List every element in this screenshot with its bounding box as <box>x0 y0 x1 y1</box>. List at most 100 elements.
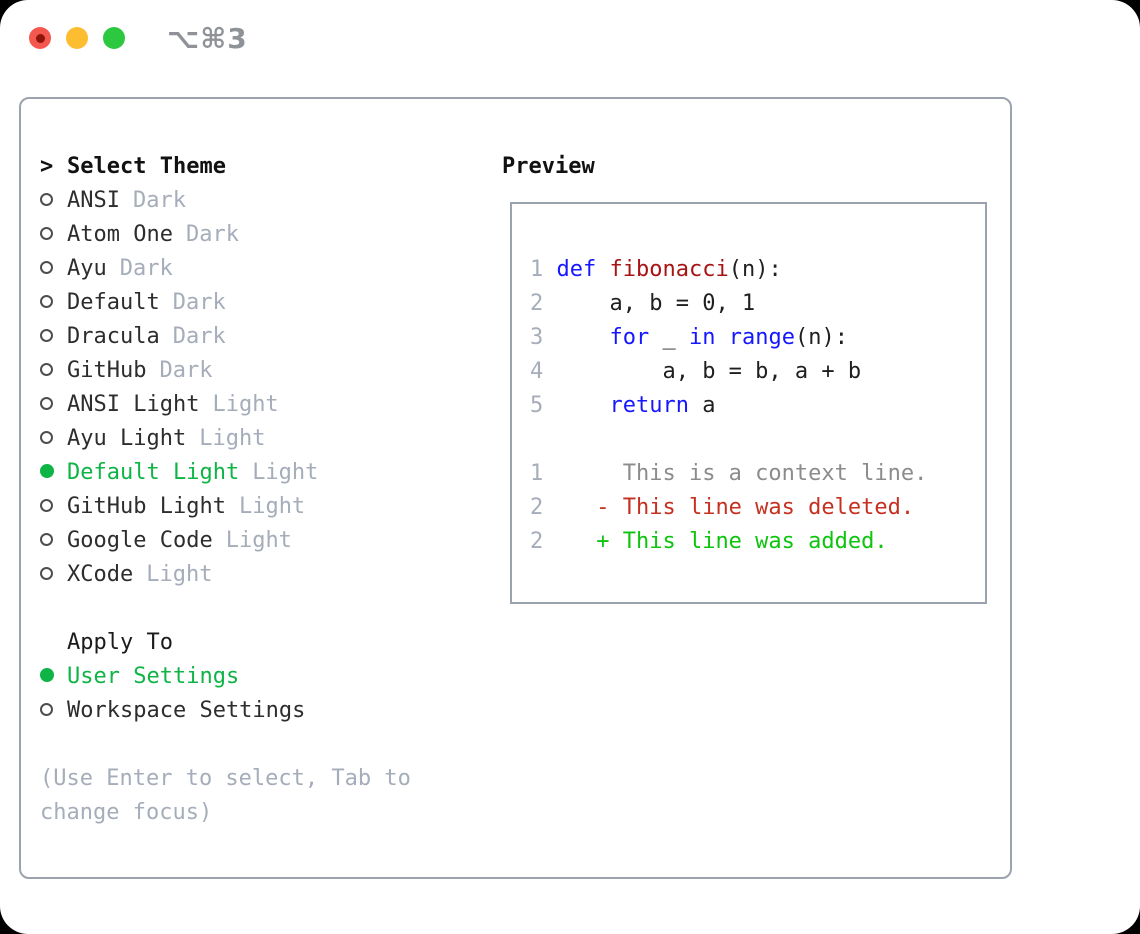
radio-icon <box>40 295 53 308</box>
diff-text: This is a context line. <box>556 461 928 486</box>
apply-to-option-label: Workspace Settings <box>67 698 306 723</box>
line-number: 1 <box>530 461 544 486</box>
theme-picker-title-row: >Select Theme <box>40 150 480 184</box>
theme-item[interactable]: Ayu Light Light <box>40 422 480 456</box>
preview-title: Preview <box>502 154 595 179</box>
line-number: 2 <box>530 291 544 316</box>
diff-line-deleted: 2 - This line was deleted. <box>530 491 927 525</box>
apply-to-option[interactable]: User Settings <box>40 660 480 694</box>
line-number: 4 <box>530 359 544 384</box>
code-token: return <box>609 393 689 418</box>
radio-marker <box>40 252 67 286</box>
code-line: 2 a, b = 0, 1 <box>530 287 927 321</box>
blank-line <box>530 423 927 457</box>
diff-text: - This line was deleted. <box>556 495 915 520</box>
theme-variant-label: Light <box>146 562 213 587</box>
radio-icon <box>40 363 53 376</box>
radio-marker <box>40 456 67 490</box>
theme-name: ANSI Light <box>67 392 200 417</box>
theme-item[interactable]: ANSI Light Light <box>40 388 480 422</box>
apply-to-option[interactable]: Workspace Settings <box>40 694 480 728</box>
theme-variant-label: Light <box>252 460 319 485</box>
radio-marker <box>40 320 67 354</box>
minimize-button[interactable] <box>66 27 88 49</box>
theme-item[interactable]: XCode Light <box>40 558 480 592</box>
code-token: def <box>556 257 597 282</box>
radio-marker <box>40 490 67 524</box>
radio-marker <box>40 184 67 218</box>
code-token <box>557 325 610 350</box>
code-token <box>715 325 728 350</box>
theme-name: Atom One <box>67 222 173 247</box>
theme-item[interactable]: Default Light Light <box>40 456 480 490</box>
radio-icon <box>40 397 53 410</box>
radio-marker <box>40 286 67 320</box>
theme-picker-title: Select Theme <box>67 154 226 179</box>
line-number: 3 <box>530 325 544 350</box>
theme-item[interactable]: Ayu Dark <box>40 252 480 286</box>
apply-to-title-row: Apply To <box>40 626 480 660</box>
theme-item[interactable]: Default Dark <box>40 286 480 320</box>
theme-name: XCode <box>67 562 134 587</box>
theme-name: Ayu Light <box>67 426 187 451</box>
theme-variant-label: Light <box>225 528 292 553</box>
line-number: 5 <box>530 393 544 418</box>
code-token <box>557 393 610 418</box>
theme-name: Default <box>67 290 160 315</box>
diff-line-added: 2 + This line was added. <box>530 525 927 559</box>
radio-icon <box>40 533 53 546</box>
close-button[interactable] <box>29 27 51 49</box>
theme-name: GitHub <box>67 358 147 383</box>
radio-icon <box>40 703 53 716</box>
code-token: fibonacci <box>609 257 729 282</box>
window-shortcut-label: ⌥⌘3 <box>167 22 248 55</box>
theme-variant-label: Dark <box>172 324 226 349</box>
code-token: (n): <box>728 257 782 282</box>
radio-marker <box>40 558 67 592</box>
code-token: a <box>688 393 716 418</box>
code-line: 4 a, b = b, a + b <box>530 355 927 389</box>
theme-name: Ayu <box>67 256 107 281</box>
radio-icon <box>40 227 53 240</box>
apply-to-option-label: User Settings <box>67 664 240 689</box>
code-token: a, b = 0, 1 <box>556 291 756 316</box>
radio-marker <box>40 388 67 422</box>
radio-marker <box>40 354 67 388</box>
radio-marker <box>40 218 67 252</box>
traffic-lights <box>29 27 125 49</box>
theme-variant-label: Light <box>199 426 266 451</box>
radio-icon <box>40 193 53 206</box>
theme-name: Dracula <box>67 324 160 349</box>
theme-item[interactable]: Dracula Dark <box>40 320 480 354</box>
code-token: a, b = b, a + b <box>556 359 862 384</box>
radio-marker <box>40 524 67 558</box>
theme-variant-label: Dark <box>172 290 226 315</box>
code-token: in <box>688 325 716 350</box>
line-number: 2 <box>530 529 544 554</box>
apply-to-title: Apply To <box>67 630 173 655</box>
radio-icon <box>40 329 53 342</box>
line-number: 2 <box>530 495 544 520</box>
zoom-button[interactable] <box>103 27 125 49</box>
diff-line-context: 1 This is a context line. <box>530 457 927 491</box>
theme-name: Default Light <box>67 460 240 485</box>
code-token: for <box>609 325 650 350</box>
theme-name: GitHub Light <box>67 494 226 519</box>
diff-text: + This line was added. <box>556 529 888 554</box>
radio-icon <box>40 499 53 512</box>
theme-variant-label: Light <box>212 392 279 417</box>
theme-variant-label: Dark <box>119 256 173 281</box>
